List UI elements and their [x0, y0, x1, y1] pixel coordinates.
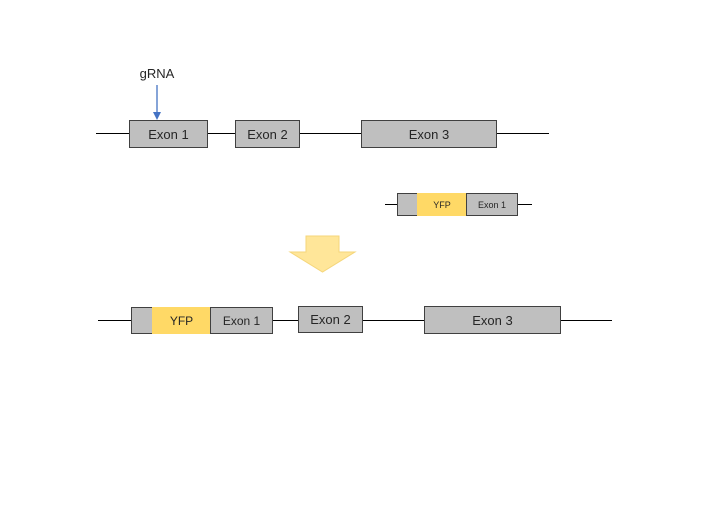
genomic-exon-2-label: Exon 2	[247, 127, 287, 142]
result-yfp-label: YFP	[170, 314, 193, 328]
grna-arrow-icon	[153, 112, 161, 120]
genomic-exon-3-label: Exon 3	[409, 127, 449, 142]
donor-grey-segment	[397, 193, 418, 216]
result-yfp-segment	[152, 307, 211, 334]
result-exon-3-label: Exon 3	[472, 313, 512, 328]
genomic-exon-1	[129, 120, 208, 148]
donor-exon-1-label: Exon 1	[478, 200, 506, 210]
genomic-exon-1-label: Exon 1	[148, 127, 188, 142]
grna-label: gRNA	[140, 66, 175, 81]
donor-yfp-label: YFP	[433, 200, 451, 210]
result-exon-3	[424, 306, 561, 334]
result-exon-2	[298, 306, 363, 333]
result-exon-1-label: Exon 1	[223, 314, 261, 328]
donor-exon-1-segment	[466, 193, 518, 216]
result-exon-2-label: Exon 2	[310, 312, 350, 327]
result-grey-segment	[131, 307, 153, 334]
genomic-exon-2	[235, 120, 300, 148]
result-exon-1-segment	[210, 307, 273, 334]
genomic-exon-3	[361, 120, 497, 148]
down-arrow-icon	[288, 235, 357, 273]
